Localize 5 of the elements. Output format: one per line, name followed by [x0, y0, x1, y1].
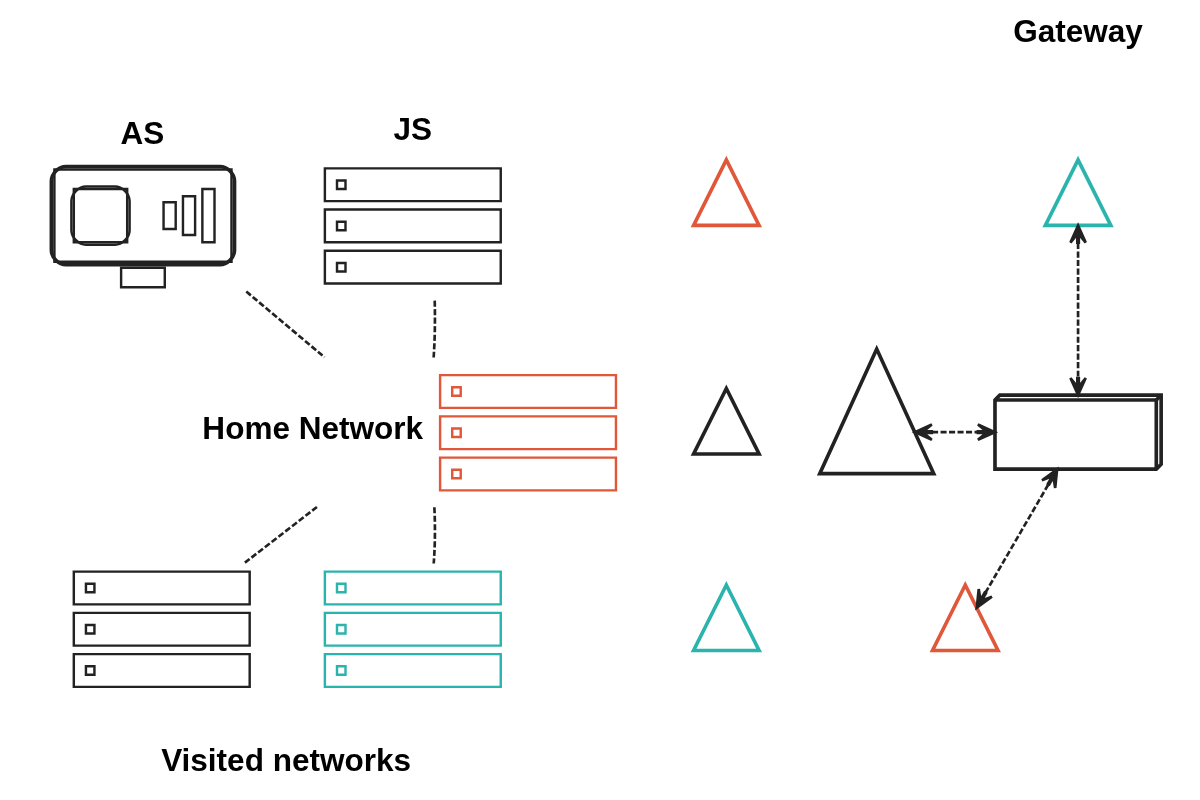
node-label: Home Network	[201, 410, 423, 447]
node-label: JS	[392, 111, 432, 148]
label: Gateway	[1012, 12, 1143, 49]
label: Visited networks	[160, 741, 411, 778]
node-label: AS	[120, 114, 164, 151]
